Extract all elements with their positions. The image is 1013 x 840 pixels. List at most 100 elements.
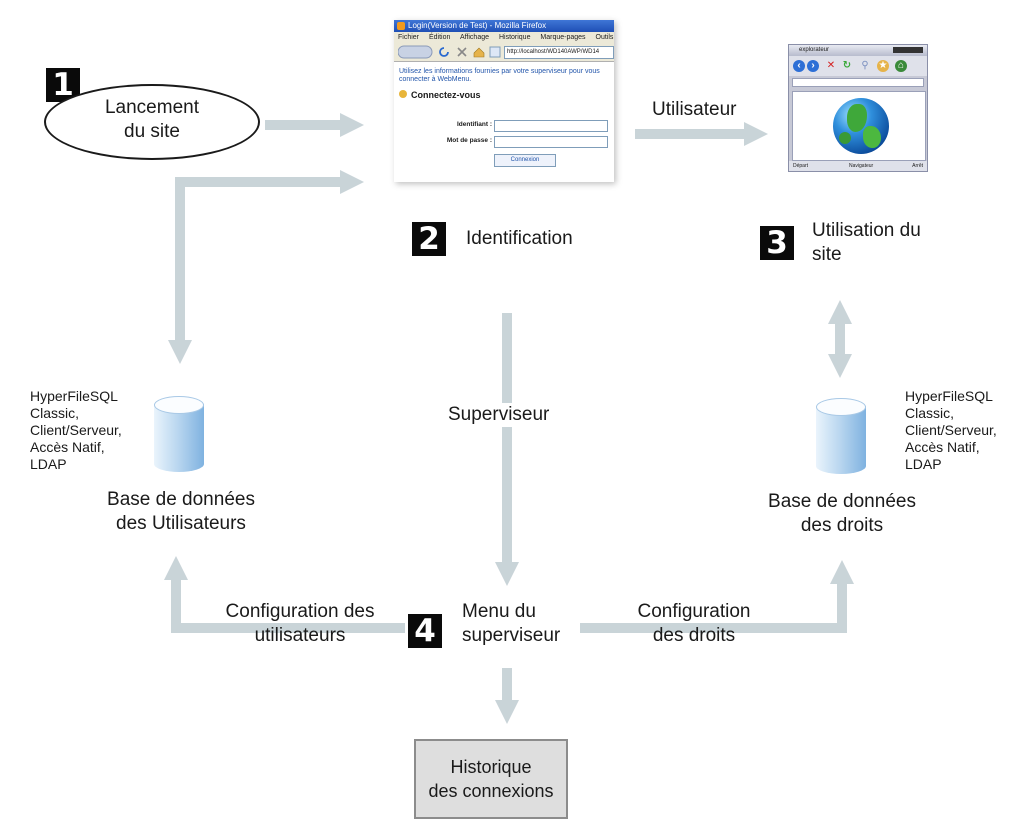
launch-line-1: Lancement [104,97,199,118]
rights-db-type-3: Client/Serveur, [905,422,997,438]
connexion-button[interactable]: Connexion [494,154,556,167]
menu-outils[interactable]: Outils [595,34,614,41]
search-icon[interactable]: ⚲ [861,60,869,71]
rights-db-type-4: Accès Natif, [905,439,980,455]
explorer-toolbar: ‹ › ✕ ↻ ⚲ ★ ⌂ [789,56,927,76]
site-usage-label: Utilisation du site [812,219,921,267]
rights-config-line-1: Configuration [637,601,751,622]
favorites-icon[interactable]: ★ [877,60,889,72]
arrow-menu-to-rightsdb [580,559,855,633]
history-line-2: des connexions [428,781,554,801]
page-icon [489,46,501,58]
identifiant-row: Identifiant : [394,118,614,134]
back-icon[interactable] [398,45,433,59]
key-icon [399,90,407,98]
status-right: Arrêt [912,163,923,169]
rights-db-label: Base de données des droits [752,490,932,538]
stop-icon[interactable] [457,47,467,57]
menu-affichage[interactable]: Affichage [459,34,489,41]
step-2-badge: 2 [412,222,446,256]
users-db-type-4: Accès Natif, [30,439,105,455]
history-line-1: Historique [450,757,532,777]
firefox-icon [397,22,405,30]
launch-site-label: Lancement du site [92,96,212,144]
rights-db-type-2: Classic, [905,405,955,421]
rights-db-name-1: Base de données [768,491,916,512]
users-config-line-1: Configuration des [225,601,375,622]
login-window-title: Login(Version de Test) - Mozilla Firefox [408,21,547,30]
home-icon[interactable]: ⌂ [895,60,907,72]
users-db-label: Base de données des Utilisateurs [96,488,266,536]
arrow-menu-to-usersdb [163,555,405,633]
users-db-type-1: HyperFileSQL [30,388,118,404]
identifiant-input[interactable] [494,120,608,132]
supervisor-menu-label: Menu du superviseur [462,600,560,648]
refresh-icon[interactable]: ↻ [842,60,852,71]
users-db-types: HyperFileSQL Classic, Client/Serveur, Ac… [30,388,122,473]
url-field[interactable]: http://localhost/WD140AWP/WD14 [504,46,614,59]
supervisor-menu-line-1: Menu du [462,601,536,622]
stop-icon[interactable]: ✕ [826,60,836,71]
reload-icon[interactable] [439,47,449,57]
login-form: Identifiant : Mot de passe : [394,118,614,150]
status-left: Départ [793,163,809,169]
login-info-text: Utilisez les informations fournies par v… [399,68,600,83]
site-browser-window: explorateur ‹ › ✕ ↻ ⚲ ★ ⌂ Départ Navigat… [788,44,928,172]
menu-edition[interactable]: Édition [428,34,451,41]
users-db-type-5: LDAP [30,456,67,472]
menu-marque-pages[interactable]: Marque-pages [540,34,586,41]
login-window-navbar: http://localhost/WD140AWP/WD14 [394,43,614,62]
rights-config-label: Configuration des droits [624,600,764,648]
password-input[interactable] [494,136,608,148]
rights-db-types: HyperFileSQL Classic, Client/Serveur, Ac… [905,388,997,473]
rights-database-icon [816,398,866,474]
explorer-address-bar[interactable] [792,78,924,87]
supervisor-menu-line-2: superviseur [462,625,561,646]
utilisateur-label: Utilisateur [652,99,737,120]
identifiant-label: Identifiant : [456,121,492,128]
step-1-badge: 1 [46,68,80,102]
users-db-name-2: des Utilisateurs [116,513,246,534]
back-icon[interactable]: ‹ [793,60,805,72]
launch-site-node [44,84,260,160]
globe-icon [833,98,889,154]
rights-db-name-2: des droits [800,515,884,536]
login-heading: Connectez-vous [399,90,609,100]
connection-history-box: Historique des connexions [414,739,568,819]
site-usage-line-1: Utilisation du [812,220,921,241]
menu-fichier[interactable]: Fichier [398,34,420,41]
step-3-badge: 3 [760,226,794,260]
rights-db-type-5: LDAP [905,456,942,472]
users-config-label: Configuration des utilisateurs [210,600,390,648]
arrow-usersdb-to-login [167,169,365,365]
users-config-line-2: utilisateurs [254,625,346,646]
explorer-titlebar: explorateur [789,45,927,56]
identification-label: Identification [466,228,573,249]
nav-buttons [398,45,501,59]
menu-historique[interactable]: Historique [498,34,531,41]
window-controls[interactable] [893,47,923,53]
password-row: Mot de passe : [394,134,614,150]
login-heading-text: Connectez-vous [411,90,481,100]
forward-icon[interactable]: › [807,60,819,72]
launch-line-2: du site [124,121,180,142]
explorer-statusbar: Départ Navigateur Arrêt [789,161,927,171]
users-db-type-3: Client/Serveur, [30,422,122,438]
explorer-content [792,91,926,161]
password-label: Mot de passe : [446,137,492,144]
login-window-titlebar: Login(Version de Test) - Mozilla Firefox [394,20,614,32]
rights-db-type-1: HyperFileSQL [905,388,993,404]
home-icon[interactable] [473,47,485,58]
status-mid: Navigateur [849,163,874,169]
login-browser-window: Login(Version de Test) - Mozilla Firefox… [394,20,614,182]
users-db-type-2: Classic, [30,405,80,421]
rights-config-line-2: des droits [652,625,736,646]
login-window-menubar: Fichier Édition Affichage Historique Mar… [394,32,614,43]
users-database-icon [154,396,204,472]
site-usage-line-2: site [812,244,842,265]
superviseur-label: Superviseur [446,403,552,427]
login-content: Utilisez les informations fournies par v… [394,62,614,106]
step-4-badge: 4 [408,614,442,648]
users-db-name-1: Base de données [107,489,255,510]
